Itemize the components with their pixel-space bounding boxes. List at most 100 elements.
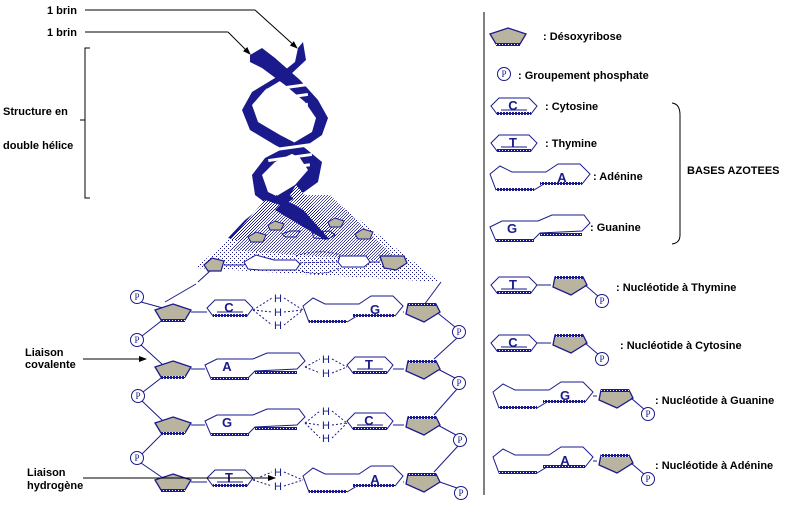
legend-cytosine-label: : Cytosine [545,101,598,113]
base-letter: C [508,335,518,350]
svg-text:P: P [645,474,650,484]
phosphate-icon: P [130,451,144,465]
legend-phosphate: P : Groupement phosphate [497,67,649,82]
hydrogen-bond: H [252,479,304,493]
hydrogen-symbol: H [322,433,330,445]
structure-bracket: Structure en double hélice [3,47,90,199]
svg-text:P: P [599,354,604,364]
hydrogen-bond: H [252,309,304,332]
nucleotide-t: TP: Nucléotide à Thymine [490,276,736,308]
desoxyribose-icon [154,360,192,379]
desoxyribose-icon [154,416,192,435]
hydrogen-symbol: H [274,467,282,479]
sugar-phosphate-backbone [140,281,459,489]
base-letter: T [365,357,373,372]
base-letter: C [224,300,234,315]
nucleotide-g: G P : Nucléotide à Guanine [492,381,774,421]
desoxyribose-icon [405,416,441,436]
phosphate-icon: P [452,376,466,390]
legend-guanine: G : Guanine [489,214,641,242]
phosphate-icon: P [452,325,466,339]
svg-text:P: P [457,435,462,445]
hydrogen-bond: H [304,354,348,368]
hydrogen-symbol: H [322,354,330,366]
desoxyribose-icon [154,303,192,322]
fading-base-pairs [197,217,408,283]
purine-base-icon: G [489,214,591,242]
legend-adenine: A : Adénine [489,163,643,191]
strand-arrow-1 [254,9,298,49]
svg-text:P: P [134,335,139,345]
purine-base-icon: A [492,446,594,474]
pyrimidine-base-icon: C [490,97,538,115]
double-helix-illustration [195,42,440,282]
desoxyribose-icon [598,389,634,409]
purine-base-icon: G [302,295,404,323]
bases-azotees-label: BASES AZOTEES [687,165,780,177]
phosphate-icon: P [130,333,144,347]
desoxyribose-icon [405,360,441,380]
legend-desoxyribose: : Désoxyribose [489,27,622,46]
base-letter: G [507,221,517,236]
svg-text:P: P [456,378,461,388]
pyrimidine-base-icon: T [346,356,394,374]
svg-text:P: P [645,409,650,419]
nucleotide-label: : Nucléotide à Cytosine [620,340,742,352]
base-pair-row: TAHH [154,465,441,493]
legend-phosphate-label: : Groupement phosphate [518,70,649,82]
phosphate-icon: P [131,389,145,403]
nucleotide-label: : Nucléotide à Thymine [616,282,736,294]
nucleotide-label: : Nucléotide à Adénine [655,460,773,472]
covalent-label-line1: Liaison [25,347,64,359]
desoxyribose-icon [489,27,527,46]
svg-text:P: P [458,488,463,498]
base-letter: A [222,359,232,374]
purine-base-icon: A [204,352,306,380]
hydrogen-bond: H [304,406,348,424]
hydrogen-symbol: H [322,406,330,418]
purine-base-icon: A [302,465,404,493]
hydrogen-bond: H [304,366,348,380]
legend: : Désoxyribose P : Groupement phosphate … [489,27,780,245]
purine-base-icon: G [492,381,594,409]
hydrogen-bond: H [304,420,348,432]
svg-text:P: P [134,453,139,463]
base-letter: G [560,388,570,403]
desoxyribose-icon [598,454,634,474]
nucleotide-label: : Nucléotide à Guanine [655,395,774,407]
legend-adenine-label: : Adénine [593,171,643,183]
legend-guanine-label: : Guanine [590,222,641,234]
hydrogen-symbol: H [274,293,282,305]
base-letter: A [560,453,570,468]
phosphate-icon: P [130,290,144,304]
phosphate-icon: P [641,407,655,421]
covalent-bond-annotation: Liaison covalente [25,347,147,371]
phosphate-icon: P [641,472,655,486]
hydrogen-bond: H [304,422,348,445]
base-letter: A [557,170,567,185]
base-letter: G [222,415,232,430]
structure-label-line1: Structure en [3,106,68,118]
strand-label-1: 1 brin [47,5,77,17]
pyrimidine-base-icon: C [346,412,394,430]
legend-desoxyribose-label: : Désoxyribose [543,31,622,43]
base-letter: A [370,472,380,487]
hydrogen-symbol: H [274,307,282,319]
purine-base-icon: A [489,163,591,191]
base-letter: C [508,98,518,113]
covalent-label-line2: covalente [25,359,76,371]
hydrogen-label-line1: Liaison [27,467,66,479]
desoxyribose-icon [552,276,588,296]
purine-base-icon: G [204,408,306,436]
legend-thymine-label: : Thymine [545,138,597,150]
svg-text:P: P [134,292,139,302]
desoxyribose-icon [405,473,441,493]
bases-bracket: BASES AZOTEES [671,102,780,245]
nucleotide-a: A P : Nucléotide à Adénine [492,446,773,486]
base-pair-row: A T HH [154,352,441,380]
pyrimidine-base-icon: C [206,299,254,317]
